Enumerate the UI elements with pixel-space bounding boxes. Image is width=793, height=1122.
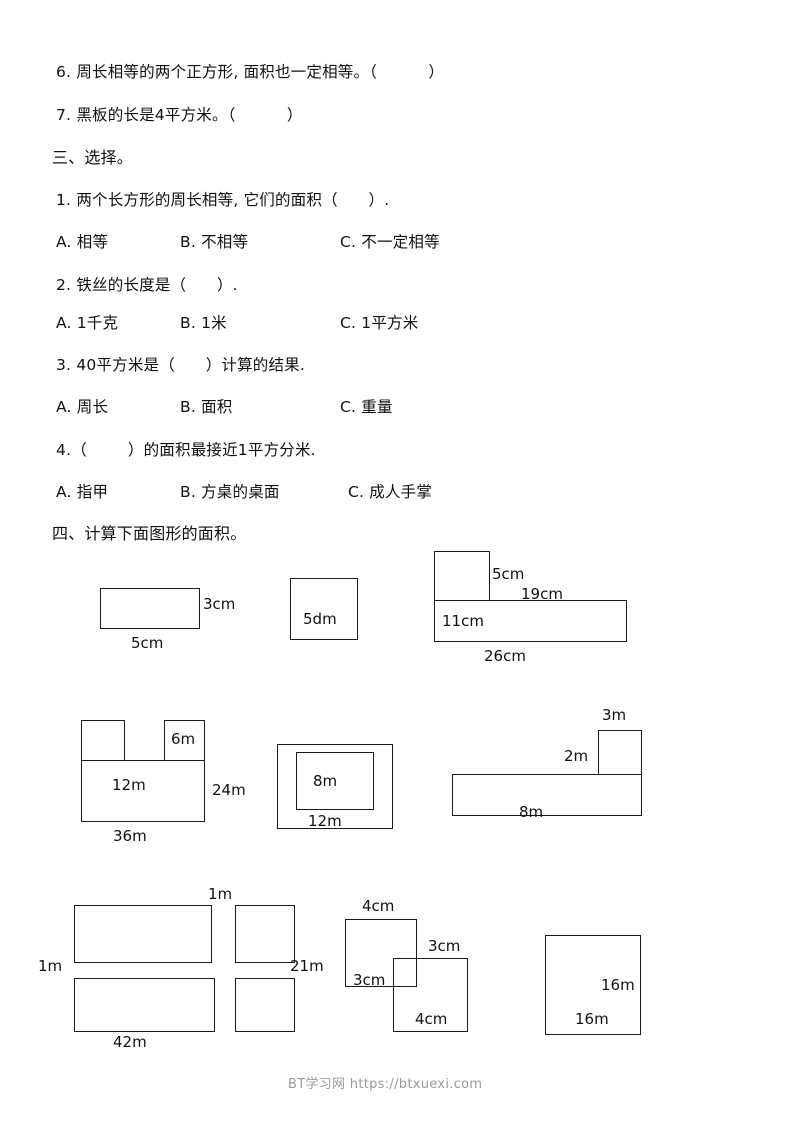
choice-question-3-option-b[interactable]: B. 面积 — [180, 398, 233, 416]
section-four-heading: 四、计算下面图形的面积。 — [52, 524, 247, 543]
label-4cm-bottom: 4cm — [415, 1010, 448, 1028]
choice-question-2-option-b[interactable]: B. 1米 — [180, 314, 227, 332]
square-16m-outline — [545, 935, 641, 1035]
label-11cm: 11cm — [442, 612, 484, 630]
square-outline — [290, 578, 358, 640]
site-watermark: BT学习网 https://btxuexi.com — [288, 1077, 483, 1092]
choice-question-3-option-c[interactable]: C. 重量 — [340, 398, 393, 416]
choice-question-1-option-a[interactable]: A. 相等 — [56, 233, 109, 251]
l-shape-bottom-block — [434, 600, 627, 642]
label-height-3cm: 3cm — [203, 595, 236, 613]
overlap-square-top-left — [345, 919, 417, 987]
u-shape-base — [81, 760, 205, 822]
step-base-block — [452, 774, 642, 816]
choice-question-3-option-a[interactable]: A. 周长 — [56, 398, 109, 416]
four-rect-bottom-left — [74, 978, 215, 1032]
label-24m: 24m — [212, 781, 246, 799]
label-12m: 12m — [112, 776, 146, 794]
label-1m-left: 1m — [38, 957, 63, 975]
choice-question-1-option-b[interactable]: B. 不相等 — [180, 233, 249, 251]
choice-question-4-stem: 4.（ ）的面积最接近1平方分米. — [56, 441, 316, 459]
label-42m: 42m — [113, 1033, 147, 1051]
label-16m-width: 16m — [575, 1010, 609, 1028]
label-5cm: 5cm — [492, 565, 525, 583]
label-26cm: 26cm — [484, 647, 526, 665]
label-36m: 36m — [113, 827, 147, 845]
label-19cm: 19cm — [521, 585, 563, 603]
choice-question-1-stem: 1. 两个长方形的周长相等, 它们的面积（ ）. — [56, 191, 390, 209]
choice-question-4-option-a[interactable]: A. 指甲 — [56, 483, 109, 501]
four-rect-top-right — [235, 905, 295, 963]
choice-question-2-option-a[interactable]: A. 1千克 — [56, 314, 119, 332]
choice-question-3-stem: 3. 40平方米是（ ）计算的结果. — [56, 356, 306, 374]
choice-question-4-option-b[interactable]: B. 方桌的桌面 — [180, 483, 280, 501]
label-12m-outer: 12m — [308, 812, 342, 830]
four-rect-top-left — [74, 905, 212, 963]
judgement-question-6: 6. 周长相等的两个正方形, 面积也一定相等。（ ） — [56, 63, 445, 81]
label-6m: 6m — [171, 730, 196, 748]
four-rect-bottom-right — [235, 978, 295, 1032]
label-width-5cm: 5cm — [131, 634, 164, 652]
label-1m-top: 1m — [208, 885, 233, 903]
label-16m-height: 16m — [601, 976, 635, 994]
rectangle-outline — [100, 588, 200, 629]
label-3m: 3m — [602, 706, 627, 724]
label-8m-base: 8m — [519, 803, 544, 821]
section-three-heading: 三、选择。 — [52, 148, 134, 167]
overlap-square-bottom-right — [393, 958, 468, 1032]
choice-question-1-option-c[interactable]: C. 不一定相等 — [340, 233, 440, 251]
u-shape-left-notch — [81, 720, 125, 761]
step-top-block — [598, 730, 642, 775]
label-4cm-top: 4cm — [362, 897, 395, 915]
label-2m: 2m — [564, 747, 589, 765]
choice-question-2-option-c[interactable]: C. 1平方米 — [340, 314, 419, 332]
judgement-question-7: 7. 黑板的长是4平方米。（ ） — [56, 106, 303, 124]
choice-question-4-option-c[interactable]: C. 成人手掌 — [348, 483, 433, 501]
label-3cm-left: 3cm — [353, 971, 386, 989]
label-3cm-right: 3cm — [428, 937, 461, 955]
l-shape-top-block — [434, 551, 490, 601]
nested-inner-square — [296, 752, 374, 810]
label-side-5dm: 5dm — [303, 610, 337, 628]
label-21m: 21m — [290, 957, 324, 975]
label-8m: 8m — [313, 772, 338, 790]
choice-question-2-stem: 2. 铁丝的长度是（ ）. — [56, 276, 238, 294]
